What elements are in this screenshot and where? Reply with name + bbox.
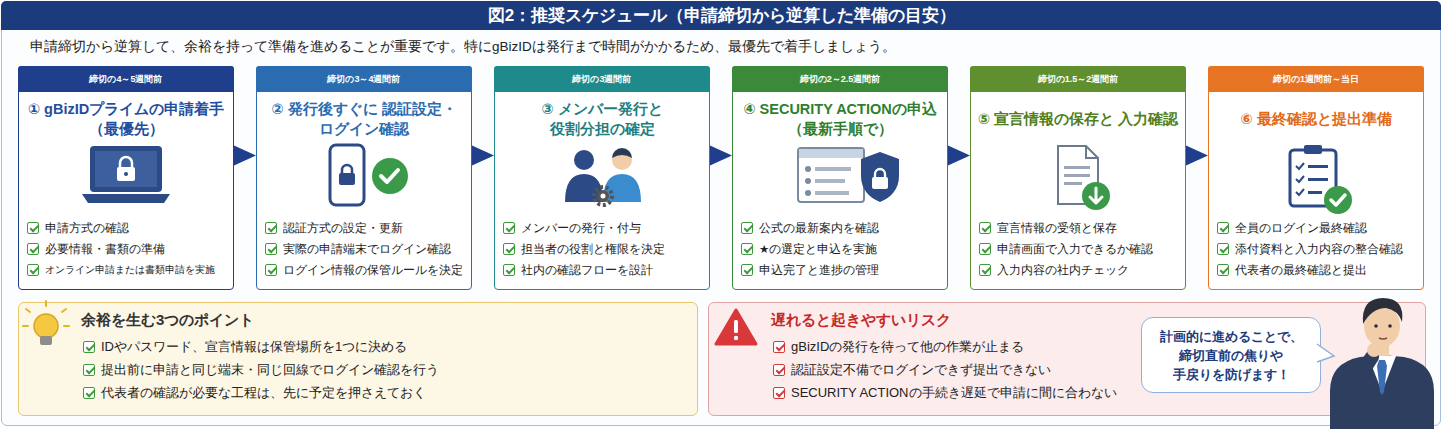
- box-heading: 遅れると起きやすいリスク: [771, 311, 951, 330]
- bubble-text: 計画的に進めることで、 締切直前の焦りや 手戻りを防げます！: [1142, 327, 1320, 384]
- check-item: 認証方式の設定・更新: [265, 219, 403, 237]
- check-item: 認証設定不備でログインできず提出できない: [773, 360, 1051, 380]
- check-item: 全員のログイン最終確認: [1217, 219, 1367, 237]
- time-band: 締切の1週間前～当日: [1208, 66, 1424, 92]
- flow-arrow: [710, 146, 732, 166]
- check-item: オンライン申請または書類申請を実施: [27, 261, 215, 279]
- step-title: ① gBizIDプライムの申請着手 （最優先）: [23, 99, 229, 139]
- tips-box: 余裕を生む3つのポイント IDやパスワード、宣言情報は保管場所を1つに決める提出前…: [18, 302, 698, 416]
- step-box: 締切の1週間前～当日 ⑥ 最終確認と提出準備全員のログイン最終確認添付資料と入力内…: [1208, 66, 1424, 290]
- check-item: IDやパスワード、宣言情報は保管場所を1つに決める: [83, 337, 407, 357]
- check-item: ログイン情報の保管ルールを決定: [265, 261, 463, 279]
- step-box: 締切の3週間前 ③ メンバー発行と 役割分担の確定メンバーの発行・付与担当者の役割…: [494, 66, 710, 290]
- check-item: 入力内容の社内チェック: [979, 261, 1129, 279]
- check-item: 実際の申請端末でログイン確認: [265, 240, 451, 258]
- check-item: 代表者の確認が必要な工程は、先に予定を押さえておく: [83, 383, 426, 403]
- time-band: 締切の2～2.5週間前: [732, 66, 948, 92]
- step-title: ⑤ 宣言情報の保存と 入力確認: [975, 109, 1181, 129]
- check-item: 申請方式の確認: [27, 219, 129, 237]
- check-item: 申請画面で入力できるか確認: [979, 240, 1153, 258]
- check-item: メンバーの発行・付与: [503, 219, 641, 237]
- speech-bubble: 計画的に進めることで、 締切直前の焦りや 手戻りを防げます！: [1141, 317, 1321, 393]
- step-title: ② 発行後すぐに 認証設定・ログイン確認: [261, 99, 467, 139]
- check-item: 公式の最新案内を確認: [741, 219, 879, 237]
- step-title: ④ SECURITY ACTIONの申込 （最新手順で）: [737, 99, 943, 139]
- step-box: 締切の3～4週間前 ② 発行後すぐに 認証設定・ログイン確認認証方式の設定・更新実…: [256, 66, 472, 290]
- check-item: ★の選定と申込を実施: [741, 240, 877, 258]
- check-item: 代表者の最終確認と提出: [1217, 261, 1367, 279]
- check-item: 社内の確認フローを設計: [503, 261, 653, 279]
- check-item: 提出前に申請と同じ端末・同じ回線でログイン確認を行う: [83, 360, 439, 380]
- step-title: ③ メンバー発行と 役割分担の確定: [499, 99, 705, 139]
- flow-arrow: [1186, 146, 1208, 166]
- step-title: ⑥ 最終確認と提出準備: [1213, 109, 1419, 129]
- check-item: 申込完了と進捗の管理: [741, 261, 879, 279]
- time-band: 締切の1.5～2週間前: [970, 66, 1186, 92]
- check-item: gBizIDの発行を待って他の作業が止まる: [773, 337, 1024, 357]
- time-band: 締切の3～4週間前: [256, 66, 472, 92]
- flow-arrow: [948, 146, 970, 166]
- figure-title: 図2：推奨スケジュール（申請締切から逆算した準備の目安）: [0, 0, 1444, 31]
- step-box: 締切の4～5週間前 ① gBizIDプライムの申請着手 （最優先） 申請方式の確認必…: [18, 66, 234, 290]
- risk-box: 遅れると起きやすいリスク gBizIDの発行を待って他の作業が止まる認証設定不備で…: [708, 302, 1426, 416]
- time-band: 締切の4～5週間前: [18, 66, 234, 92]
- check-item: 宣言情報の受領と保存: [979, 219, 1117, 237]
- intro-note: 申請締切から逆算して、余裕を持って準備を進めることが重要です。特にgBizIDは…: [30, 38, 896, 56]
- step-box: 締切の2～2.5週間前 ④ SECURITY ACTIONの申込 （最新手順で） 公…: [732, 66, 948, 290]
- flow-arrow: [234, 146, 256, 166]
- flow-arrow: [472, 146, 494, 166]
- check-item: 添付資料と入力内容の整合確認: [1217, 240, 1403, 258]
- box-heading: 余裕を生む3つのポイント: [81, 311, 254, 330]
- time-band: 締切の3週間前: [494, 66, 710, 92]
- check-item: SECURITY ACTIONの手続き遅延で申請に間に合わない: [773, 383, 1117, 403]
- step-box: 締切の1.5～2週間前 ⑤ 宣言情報の保存と 入力確認宣言情報の受領と保存申請画面…: [970, 66, 1186, 290]
- check-item: 必要情報・書類の準備: [27, 240, 165, 258]
- check-item: 担当者の役割と権限を決定: [503, 240, 665, 258]
